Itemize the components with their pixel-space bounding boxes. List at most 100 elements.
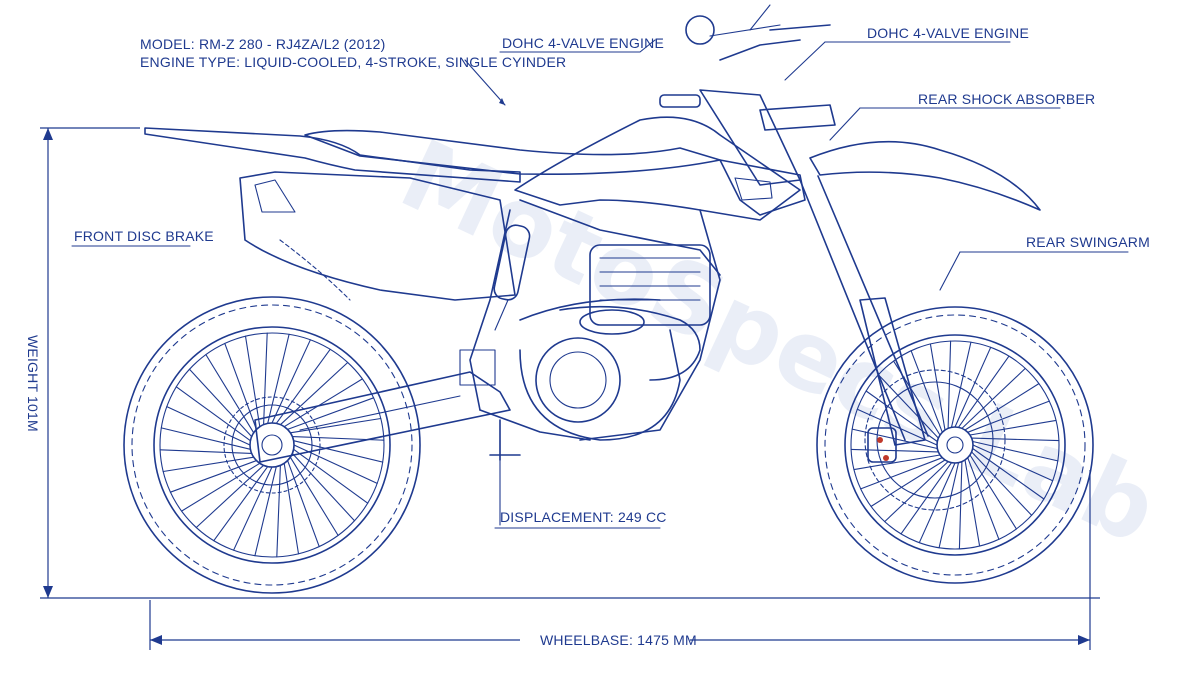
upper-triple-clamp xyxy=(759,104,836,131)
spoke xyxy=(884,461,949,523)
front-rim-inner xyxy=(850,340,1060,550)
spoke xyxy=(181,462,261,512)
spoke xyxy=(972,444,1054,482)
front-brake-leader xyxy=(279,239,351,301)
spoke xyxy=(961,367,1026,429)
swingarm-detail xyxy=(299,395,461,431)
spoke xyxy=(213,466,269,542)
watermark: MotoSpecs Lab xyxy=(385,118,1174,565)
swingarm xyxy=(254,371,511,463)
shock-linkage xyxy=(459,349,496,386)
engine-clutch-cover xyxy=(549,351,607,409)
spoke xyxy=(900,462,953,535)
rear-rim xyxy=(153,326,391,564)
dohc-right-label: DOHC 4-VALVE ENGINE xyxy=(867,25,1029,41)
spoke xyxy=(969,454,1017,530)
rear-wheel xyxy=(123,296,421,594)
spoke xyxy=(289,417,382,434)
wheelbase-label: WHEELBASE: 1475 MM xyxy=(540,632,697,648)
engine-crankcase xyxy=(535,337,621,423)
number-plate-front xyxy=(699,89,801,186)
frame-cradle xyxy=(479,409,591,441)
rear-fender xyxy=(144,127,521,183)
spoke xyxy=(175,386,251,442)
bike-body xyxy=(144,4,1041,463)
spoke xyxy=(972,440,1059,462)
spoke xyxy=(969,419,1057,436)
spoke xyxy=(293,440,384,463)
spoke xyxy=(159,449,253,454)
height-arrow-bottom xyxy=(43,586,53,598)
spoke xyxy=(287,397,375,430)
handlebar-grip xyxy=(685,15,715,45)
dimension-lines xyxy=(40,127,1100,650)
rear-shock-label: REAR SHOCK ABSORBER xyxy=(918,91,1095,107)
spoke xyxy=(910,350,943,433)
model-label: MODEL: RM-Z 280 - RJ4ZA/L2 (2012) xyxy=(140,36,385,52)
spoke xyxy=(929,343,946,431)
side-panel xyxy=(239,171,516,301)
spoke xyxy=(279,361,349,426)
rear-tire-knobs xyxy=(131,304,413,586)
dohc-left-leader xyxy=(499,39,656,53)
spoke xyxy=(918,462,956,544)
spoke xyxy=(851,428,938,450)
frame-downtube-front xyxy=(579,209,721,441)
front-rim xyxy=(844,334,1066,556)
rear-rim-inner xyxy=(159,332,385,558)
fuel-cap xyxy=(659,94,701,108)
spoke xyxy=(195,464,265,529)
spoke xyxy=(877,374,939,439)
spoke xyxy=(938,462,960,549)
spoke xyxy=(188,368,253,438)
spoke xyxy=(967,457,1000,540)
spoke xyxy=(964,383,1040,431)
spoke xyxy=(224,342,257,430)
labels: MODEL: RM-Z 280 - RJ4ZA/L2 (2012) ENGINE… xyxy=(25,25,1150,648)
spoke xyxy=(972,447,1045,500)
displacement-label: DISPLACEMENT: 249 CC xyxy=(500,509,667,525)
spoke xyxy=(275,348,331,424)
spoke xyxy=(160,427,251,450)
spec-leader xyxy=(464,59,506,106)
engine-cylinder-head xyxy=(589,244,711,326)
footpeg xyxy=(489,419,521,461)
height-label: WEIGHT 101M xyxy=(25,335,41,432)
spoke xyxy=(263,332,268,426)
rear-tire-outer xyxy=(123,296,421,594)
callout-leaders xyxy=(71,39,1129,529)
rear-swingarm-leader xyxy=(939,251,961,291)
clutch-lever-cable xyxy=(749,4,771,31)
rear-disc xyxy=(231,404,313,486)
spoke xyxy=(289,456,339,536)
caliper-bolt-2 xyxy=(883,455,889,461)
engine-fins xyxy=(599,257,701,301)
handlebar-crossbar xyxy=(709,24,781,37)
rear-sprocket xyxy=(223,396,321,494)
spoke xyxy=(967,400,1050,433)
front-brake-disc xyxy=(864,369,1006,511)
fork-lower-leg xyxy=(859,297,926,446)
spoke xyxy=(267,333,290,424)
spoke xyxy=(287,460,320,548)
front-tire-outer xyxy=(816,306,1094,584)
engine-type-label: ENGINE TYPE: LIQUID-COOLED, 4-STROKE, SI… xyxy=(140,54,566,70)
caliper-bolt-1 xyxy=(877,437,883,443)
spoke xyxy=(169,460,257,493)
wheelbase-arrow-right xyxy=(1078,635,1090,645)
rear-shock-body xyxy=(493,224,531,301)
spoke xyxy=(244,335,261,428)
dohc-left-label: DOHC 4-VALVE ENGINE xyxy=(502,35,664,51)
front-wheel xyxy=(816,306,1094,584)
spoke xyxy=(853,454,941,471)
wheelbase-ext-lines xyxy=(149,470,1091,650)
fork-left-upper xyxy=(799,179,906,441)
spoke xyxy=(205,354,255,434)
spoke xyxy=(856,408,938,446)
engine-intake xyxy=(579,309,645,335)
spoke xyxy=(860,457,943,490)
rear-spokes xyxy=(159,332,385,558)
rear-swingarm-label: REAR SWINGARM xyxy=(1026,234,1150,250)
exhaust-header xyxy=(559,305,701,381)
spoke xyxy=(162,456,255,473)
